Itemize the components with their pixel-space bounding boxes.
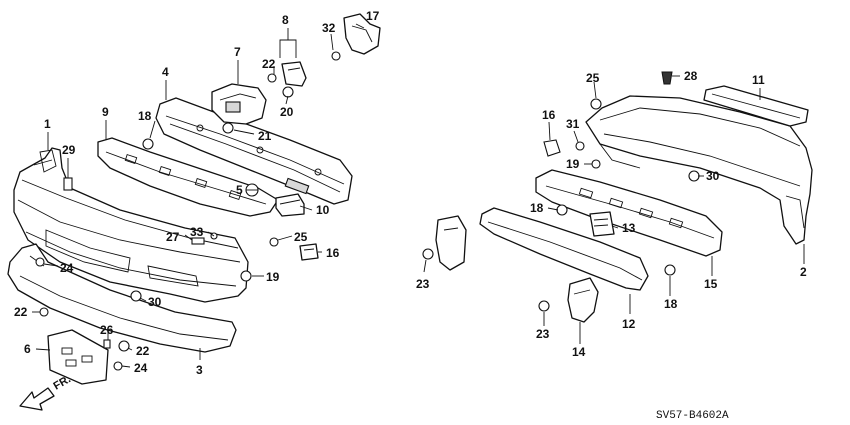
diagram-reference-code: SV57-B4602A	[656, 410, 729, 422]
callout-25-front: 25	[294, 230, 308, 244]
leader-lines	[32, 23, 805, 368]
callout-12: 12	[622, 317, 636, 331]
rear-left-bracket	[435, 215, 467, 271]
callout-7: 7	[234, 45, 241, 59]
rear-right-bracket	[567, 277, 599, 323]
callout-28: 28	[684, 69, 698, 83]
front-bumper-absorber	[97, 137, 279, 217]
front-arrow-icon	[19, 387, 55, 411]
callout-21: 21	[258, 129, 272, 143]
callout-8: 8	[282, 13, 289, 27]
rear-trim-strip	[703, 85, 809, 127]
callout-22-bottom: 22	[136, 344, 150, 358]
front-bumper-bracket	[275, 193, 305, 217]
callout-15: 15	[704, 277, 718, 291]
callout-9: 9	[102, 105, 109, 119]
callout-4: 4	[162, 65, 169, 79]
callout-30-rear: 30	[706, 169, 720, 183]
callout-23-left: 23	[416, 277, 430, 291]
callout-24-top: 24	[60, 261, 74, 275]
callout-2: 2	[800, 265, 807, 279]
bumper-side-bracket	[211, 83, 267, 125]
callout-3: 3	[196, 363, 203, 377]
front-side-marker	[299, 243, 319, 261]
front-direction-indicator: FR.	[19, 373, 73, 411]
callout-20: 20	[280, 105, 294, 119]
callout-6: 6	[24, 342, 31, 356]
callout-18-rear-right: 18	[664, 297, 678, 311]
callout-29: 29	[62, 143, 76, 157]
callout-19-rear: 19	[566, 157, 580, 171]
mounting-bracket	[281, 61, 307, 87]
front-bumper-beam	[155, 97, 353, 205]
callout-13: 13	[622, 221, 636, 235]
callout-30-front: 30	[148, 295, 162, 309]
rear-side-marker	[589, 211, 615, 237]
callout-33: 33	[190, 225, 204, 239]
callout-16-rear: 16	[542, 108, 556, 122]
callout-31: 31	[566, 117, 580, 131]
callout-labels: 1 2 3 4 5 6 7 8 9 10 11 12 13 14 15 16 1…	[14, 9, 807, 377]
callout-32: 32	[322, 21, 336, 35]
rear-bumper-face	[585, 95, 813, 245]
upper-mounting-bracket	[343, 13, 381, 55]
callout-27: 27	[166, 230, 180, 244]
rear-bumper-absorber	[535, 169, 723, 257]
callout-10: 10	[316, 203, 330, 217]
license-plate-base	[47, 329, 109, 385]
callout-5: 5	[236, 183, 243, 197]
callout-18-rear-left: 18	[530, 201, 544, 215]
callout-18-front: 18	[138, 109, 152, 123]
callout-17: 17	[366, 9, 380, 23]
callout-14: 14	[572, 345, 586, 359]
rear-bumper-beam	[479, 207, 649, 291]
callout-24-bottom: 24	[134, 361, 148, 375]
callout-11: 11	[752, 73, 765, 87]
callout-16-front: 16	[326, 246, 340, 260]
callout-1: 1	[44, 117, 51, 131]
callout-26: 26	[100, 323, 114, 337]
callout-19-front: 19	[266, 270, 280, 284]
callout-22-left: 22	[14, 305, 28, 319]
callout-22-top: 22	[262, 57, 276, 71]
front-bumper-face	[13, 147, 249, 303]
callout-23-right: 23	[536, 327, 550, 341]
callout-25-rear: 25	[586, 71, 600, 85]
